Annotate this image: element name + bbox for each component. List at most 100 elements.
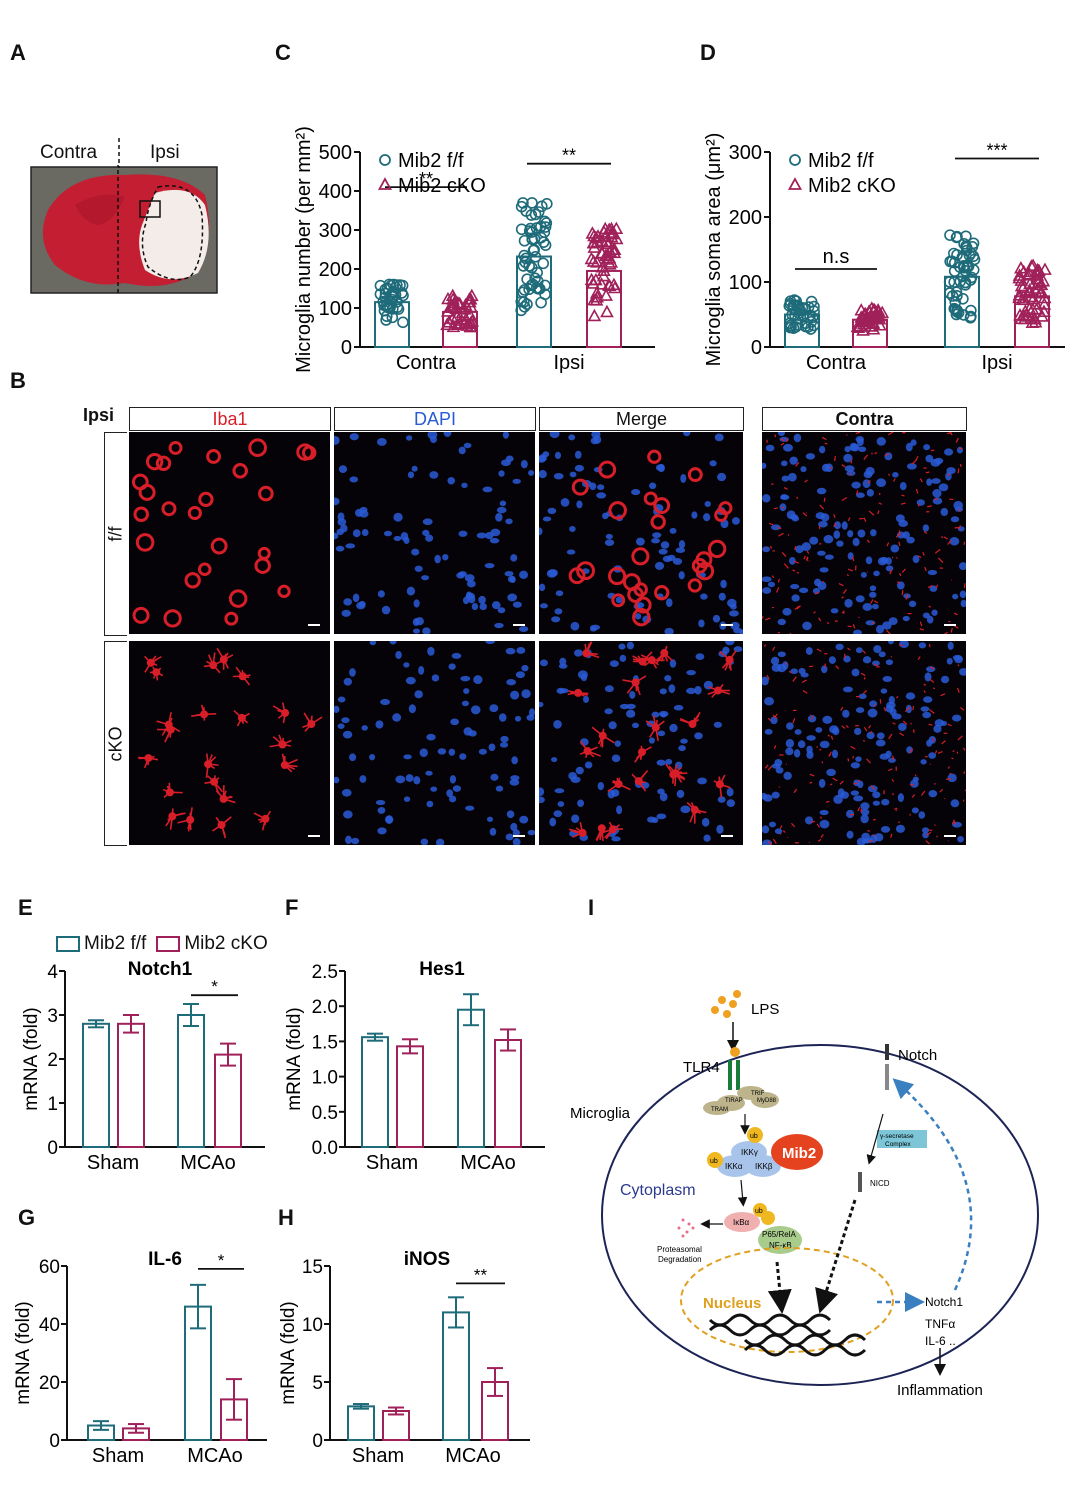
nucleus-dot xyxy=(846,830,854,839)
nucleus-dot xyxy=(716,824,724,834)
ramified-process xyxy=(899,732,905,737)
nucleus-dot xyxy=(928,752,937,759)
amoeboid-cell xyxy=(257,546,271,560)
nucleus-dot xyxy=(430,436,437,444)
nucleus-dot xyxy=(821,463,830,472)
nucleus-dot xyxy=(463,688,470,694)
ramified-process xyxy=(829,753,832,756)
data-point xyxy=(535,231,547,244)
ramified-process xyxy=(635,751,643,760)
data-point xyxy=(596,268,611,282)
data-point xyxy=(851,320,866,333)
nucleus-dot xyxy=(466,580,476,588)
data-point xyxy=(1012,268,1027,281)
nucleus-dot xyxy=(337,512,345,522)
ramified-process xyxy=(785,438,789,443)
nucleus-dot xyxy=(793,749,801,758)
ramified-process xyxy=(810,820,816,824)
scale-bar xyxy=(513,835,525,837)
nucleus-dot xyxy=(664,675,672,682)
nucleus-dot xyxy=(499,500,507,507)
ramified-process xyxy=(841,596,844,599)
nucleus-dot xyxy=(478,748,487,755)
ramified-process xyxy=(957,525,962,530)
ramified-process xyxy=(665,763,674,776)
data-point xyxy=(464,288,479,302)
nucleus-dot xyxy=(510,554,518,562)
ramified-process xyxy=(282,743,291,747)
nucleus-dot xyxy=(519,815,529,824)
nucleus-dot xyxy=(369,753,376,761)
nucleus-dot xyxy=(479,602,487,611)
nucleus-dot xyxy=(658,548,668,555)
nucleus-dot xyxy=(619,654,627,662)
data-point xyxy=(521,298,533,310)
ramified-process xyxy=(847,517,851,522)
nucleus-dot xyxy=(855,707,865,714)
nucleus-dot xyxy=(865,556,873,565)
nucleus-dot xyxy=(412,618,420,627)
nucleus-dot xyxy=(818,445,826,454)
ramified-process xyxy=(585,641,593,654)
nucleus-dot xyxy=(507,593,518,602)
nucleus-dot xyxy=(767,581,776,588)
ramified-process xyxy=(943,536,948,540)
amoeboid-cell xyxy=(608,501,627,520)
ramified-process xyxy=(781,506,785,509)
nucleus-dot xyxy=(672,557,683,565)
data-point xyxy=(458,315,472,329)
nucleus-dot xyxy=(361,528,369,537)
nucleus-dot xyxy=(509,575,516,584)
nucleus-dot xyxy=(956,446,963,454)
nucleus-dot xyxy=(865,620,876,626)
nucleus-dot xyxy=(597,484,605,491)
ikba-label: IκBα xyxy=(733,1218,750,1227)
nucleus-dot xyxy=(922,831,929,839)
ramified-process xyxy=(828,751,832,757)
amoeboid-cell xyxy=(631,547,650,566)
ramified-process xyxy=(169,816,174,830)
nucleus-dot xyxy=(427,646,435,656)
nucleus-dot xyxy=(818,520,828,528)
legend-cko-swatch xyxy=(156,936,181,952)
ramified-process xyxy=(853,782,858,785)
nucleus-dot xyxy=(718,592,726,601)
nucleus-dot xyxy=(860,572,867,578)
data-point xyxy=(607,242,622,256)
nucleus-dot xyxy=(461,482,468,489)
nucleus-dot xyxy=(405,774,414,782)
ramified-process xyxy=(208,763,219,766)
legend-ff-label: Mib2 f/f xyxy=(398,150,464,172)
data-point xyxy=(537,257,550,270)
ramified-process xyxy=(959,463,962,468)
data-point xyxy=(791,299,804,312)
ramified-process xyxy=(932,687,936,690)
nucleus-dot xyxy=(669,527,677,534)
amoeboid-cell xyxy=(296,443,314,461)
amoeboid-cell xyxy=(206,449,221,464)
nucleus-dot xyxy=(820,665,828,674)
chart-title: Notch1 xyxy=(128,959,193,980)
ramified-process xyxy=(816,823,821,828)
nucleus-dot xyxy=(809,536,819,545)
ramified-process xyxy=(638,780,643,788)
nucleus-dot xyxy=(451,652,462,659)
ramified-process xyxy=(707,689,719,696)
ramified-process xyxy=(162,788,171,794)
nucleus-dot xyxy=(608,721,617,730)
micrograph-cko-contra xyxy=(762,641,966,845)
nucleus-dot xyxy=(703,834,711,842)
nucleus-dot xyxy=(873,570,880,577)
ramified-process xyxy=(585,750,589,758)
data-point xyxy=(806,311,819,324)
nucleus-dot xyxy=(959,590,966,599)
nucleus-dot xyxy=(949,536,960,546)
nucleus-dot xyxy=(762,546,771,553)
ramified-process xyxy=(821,761,824,764)
nucleus-dot xyxy=(614,740,622,747)
ramified-process xyxy=(172,812,186,818)
ramified-process xyxy=(962,747,966,751)
y-tick-label: 0 xyxy=(47,1138,58,1159)
nucleus-dot xyxy=(875,624,885,634)
ramified-process xyxy=(873,703,876,707)
